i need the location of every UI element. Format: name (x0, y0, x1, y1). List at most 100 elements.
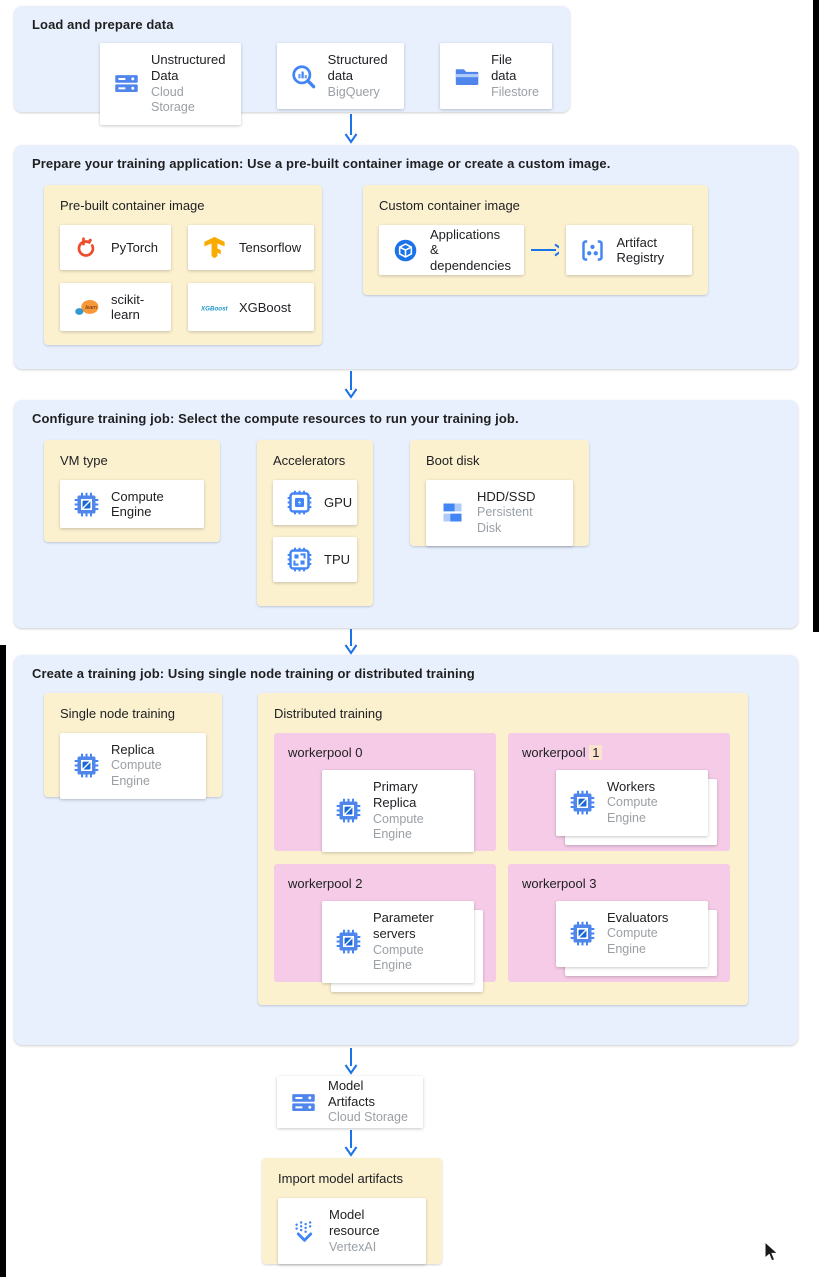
card-applications-dependencies: Applications & dependencies (379, 225, 524, 275)
compute-engine-icon (73, 491, 100, 518)
tpu-icon (286, 546, 313, 573)
box-title: Single node training (60, 706, 175, 721)
card-title: File data (491, 52, 517, 84)
card-title: Parameter servers (373, 910, 434, 942)
card-pytorch: PyTorch (60, 225, 171, 270)
card-tensorflow: Tensorflow (187, 225, 315, 270)
workerpool-label: workerpool 0 (288, 745, 363, 760)
scikit-learn-icon: learn (73, 294, 100, 321)
card-title: Workers (607, 779, 656, 794)
card-title: TPU (324, 552, 350, 567)
card-model-artifacts: Model Artifacts Cloud Storage (277, 1076, 423, 1128)
box-import-model-artifacts: Import model artifacts Model resource Ve… (262, 1158, 442, 1265)
down-arrow-icon (344, 1130, 358, 1157)
card-subtitle: Compute Engine (373, 811, 424, 842)
box-distributed-training: Distributed training workerpool 0 Primar… (258, 693, 748, 1005)
card-subtitle: Compute Engine (607, 926, 658, 956)
bigquery-icon (290, 63, 317, 90)
workerpool-label: workerpool 3 (522, 876, 597, 891)
card-primary-replica: Primary Replica Compute Engine (322, 770, 474, 852)
down-arrow-icon (344, 1048, 358, 1075)
panel-title: Prepare your training application: Use a… (32, 156, 611, 171)
card-artifact-registry: Artifact Registry (565, 225, 692, 275)
card-title: GPU (324, 495, 353, 510)
right-arrow-icon (530, 243, 559, 257)
card-title: Tensorflow (238, 240, 302, 255)
card-title: HDD/SSD (477, 489, 536, 504)
compute-engine-icon (335, 928, 362, 955)
card-hdd-ssd: HDD/SSD Persistent Disk (426, 480, 573, 546)
box-title: VM type (60, 453, 108, 468)
tensorflow-icon (201, 234, 228, 261)
card-title: Applications & dependencies (430, 226, 511, 273)
xgboost-icon: XGBoost (201, 294, 228, 321)
card-title: Structured data (327, 52, 388, 84)
box-vm-type: VM type Compute Engine (44, 440, 220, 542)
panel-prepare-training-application: Prepare your training application: Use a… (14, 145, 798, 369)
card-title: Model Artifacts (328, 1077, 375, 1110)
card-title: PyTorch (111, 240, 158, 255)
workerpool-0-box: workerpool 0 Primary Replica Compute Eng… (274, 733, 496, 852)
down-arrow-icon (344, 114, 358, 144)
cloud-storage-icon (290, 1089, 317, 1116)
box-custom-container-image: Custom container image Applications & de… (363, 185, 708, 295)
card-evaluators: Evaluators Compute Engine (556, 901, 708, 967)
card-subtitle: Compute Engine (607, 795, 658, 825)
card-xgboost: XGBoost XGBoost (187, 283, 315, 331)
box-title: Import model artifacts (278, 1171, 403, 1186)
workerpool-label: workerpool 2 (288, 876, 363, 891)
box-title: Accelerators (273, 453, 346, 468)
card-scikit-learn: learn scikit-learn (60, 283, 171, 331)
card-subtitle: VertexAI (329, 1239, 377, 1254)
panel-title: Load and prepare data (32, 17, 174, 32)
box-accelerators: Accelerators GPU TPU (257, 440, 373, 606)
down-arrow-icon (344, 629, 358, 655)
pytorch-icon (73, 234, 100, 261)
cloud-storage-icon (113, 70, 140, 97)
card-structured-data: Structured data BigQuery (276, 43, 405, 110)
card-subtitle: Compute Engine (373, 942, 424, 973)
card-title: Replica (111, 742, 155, 757)
box-prebuilt-container-image: Pre-built container image PyTorch Tensor… (44, 185, 322, 345)
card-subtitle: Cloud Storage (151, 84, 195, 115)
card-workers: Workers Compute Engine (556, 770, 708, 836)
workerpool-3-box: workerpool 3 Evaluators Compute Engine (508, 864, 730, 982)
svg-text:XGBoost: XGBoost (201, 305, 228, 312)
card-title: XGBoost (238, 299, 291, 315)
workerpool-label: workerpool 1 (522, 745, 716, 760)
card-subtitle: Compute Engine (111, 758, 162, 788)
page-edge-bar-right (813, 0, 819, 632)
card-title: Unstructured Data (151, 52, 226, 84)
compute-engine-icon (335, 797, 362, 824)
compute-engine-icon (569, 920, 596, 947)
panel-load-and-prepare-data: Load and prepare data Unstructured Data … (14, 6, 570, 125)
box-title: Pre-built container image (60, 198, 205, 213)
card-model-resource: Model resource VertexAI (278, 1198, 426, 1265)
compute-engine-icon (73, 752, 100, 779)
workerpool-1-box: workerpool 1 Workers Compute Engine (508, 733, 730, 851)
card-subtitle: Cloud Storage (328, 1110, 408, 1125)
applications-icon (392, 237, 419, 264)
box-boot-disk: Boot disk HDD/SSD Persistent Disk (410, 440, 589, 546)
card-gpu: GPU (273, 480, 357, 525)
filestore-icon (453, 63, 480, 90)
svg-text:learn: learn (85, 305, 97, 311)
persistent-disk-icon (439, 499, 466, 526)
card-title: Evaluators (607, 910, 669, 925)
load-cards-row: Unstructured Data Cloud Storage Structur… (100, 43, 552, 125)
artifact-registry-icon (579, 237, 606, 264)
down-arrow-icon (344, 371, 358, 399)
panel-title: Configure training job: Select the compu… (32, 411, 519, 426)
panel-configure-training-job: Configure training job: Select the compu… (14, 400, 798, 628)
box-title: Distributed training (274, 706, 383, 721)
card-title: Compute Engine (111, 489, 164, 519)
box-single-node-training: Single node training Replica Compute Eng… (44, 693, 222, 799)
card-parameter-servers: Parameter servers Compute Engine (322, 901, 474, 983)
card-title: Artifact Registry (616, 235, 665, 265)
card-title: scikit-learn (111, 292, 145, 322)
card-compute-engine: Compute Engine (60, 480, 204, 528)
mouse-cursor-icon (764, 1241, 779, 1262)
panel-create-training-job: Create a training job: Using single node… (14, 655, 798, 1045)
vertex-ai-icon (291, 1218, 318, 1245)
card-title: Model resource (329, 1207, 380, 1239)
